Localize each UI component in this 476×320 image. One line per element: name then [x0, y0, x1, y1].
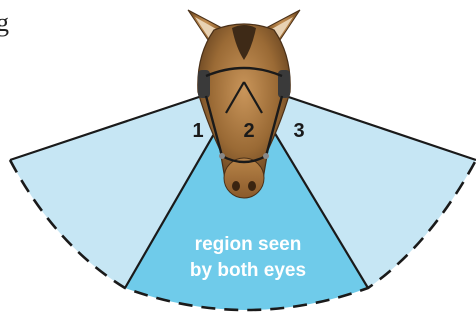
zone-label-3: 3	[293, 120, 304, 142]
region-caption-line2: by both eyes	[190, 260, 306, 281]
zone-label-1: 1	[192, 120, 203, 142]
region-caption-line1: region seen	[195, 234, 302, 255]
zone-label-2: 2	[243, 120, 254, 142]
